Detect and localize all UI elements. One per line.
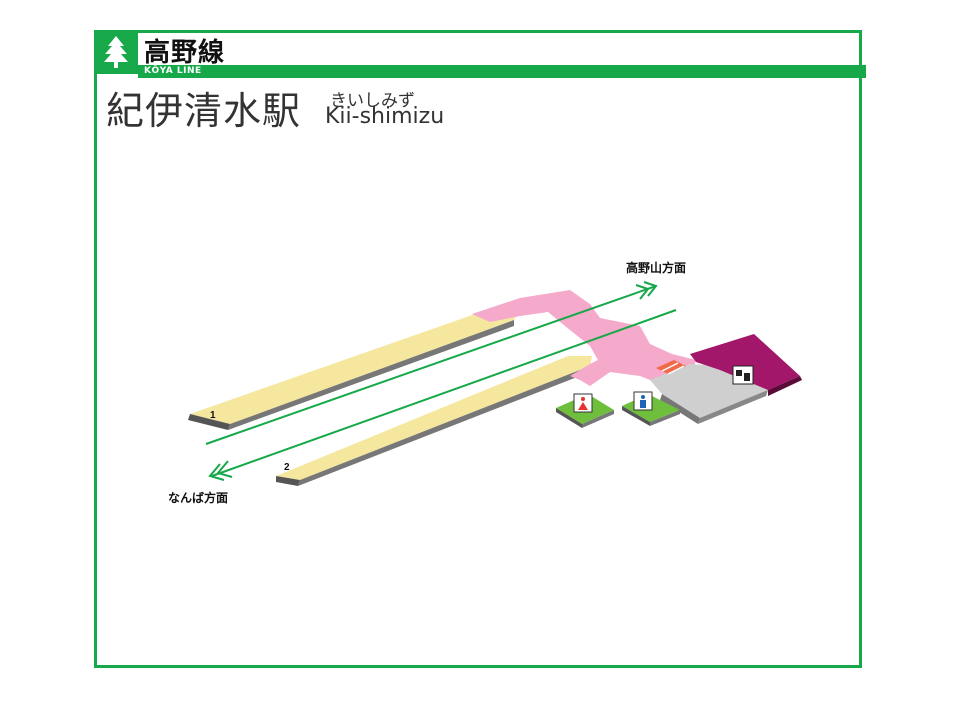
- womens-restroom-icon: [573, 393, 593, 413]
- line-band: [138, 65, 866, 78]
- line-name-english: KŌYA LINE: [144, 66, 202, 76]
- ticket-office-icon: [732, 365, 754, 385]
- platform-2-label: 2: [284, 462, 290, 473]
- ticket-office-area: [690, 334, 802, 396]
- line-header: 高野線 KŌYA LINE: [94, 30, 866, 78]
- tree-logo-icon: [94, 30, 138, 74]
- line-name: 高野線: [144, 38, 226, 68]
- concourse: [472, 290, 696, 386]
- direction-up-label: 高野山方面: [626, 261, 687, 275]
- mens-restroom-icon: [633, 391, 653, 411]
- platform-1: [188, 313, 518, 430]
- map-frame: [94, 30, 862, 668]
- station-romaji: Kii-shimizu: [325, 104, 445, 129]
- station-kana: きいしみず: [330, 91, 415, 111]
- track-up-arrow: [205, 281, 658, 445]
- ticket-gate-icon: [656, 360, 686, 375]
- platform-2: [276, 356, 592, 486]
- track-down-arrow: [208, 309, 677, 481]
- direction-down-label: なんば方面: [168, 491, 229, 505]
- platform-1-label: 1: [210, 410, 216, 421]
- station-name: 紀伊清水駅: [106, 89, 302, 133]
